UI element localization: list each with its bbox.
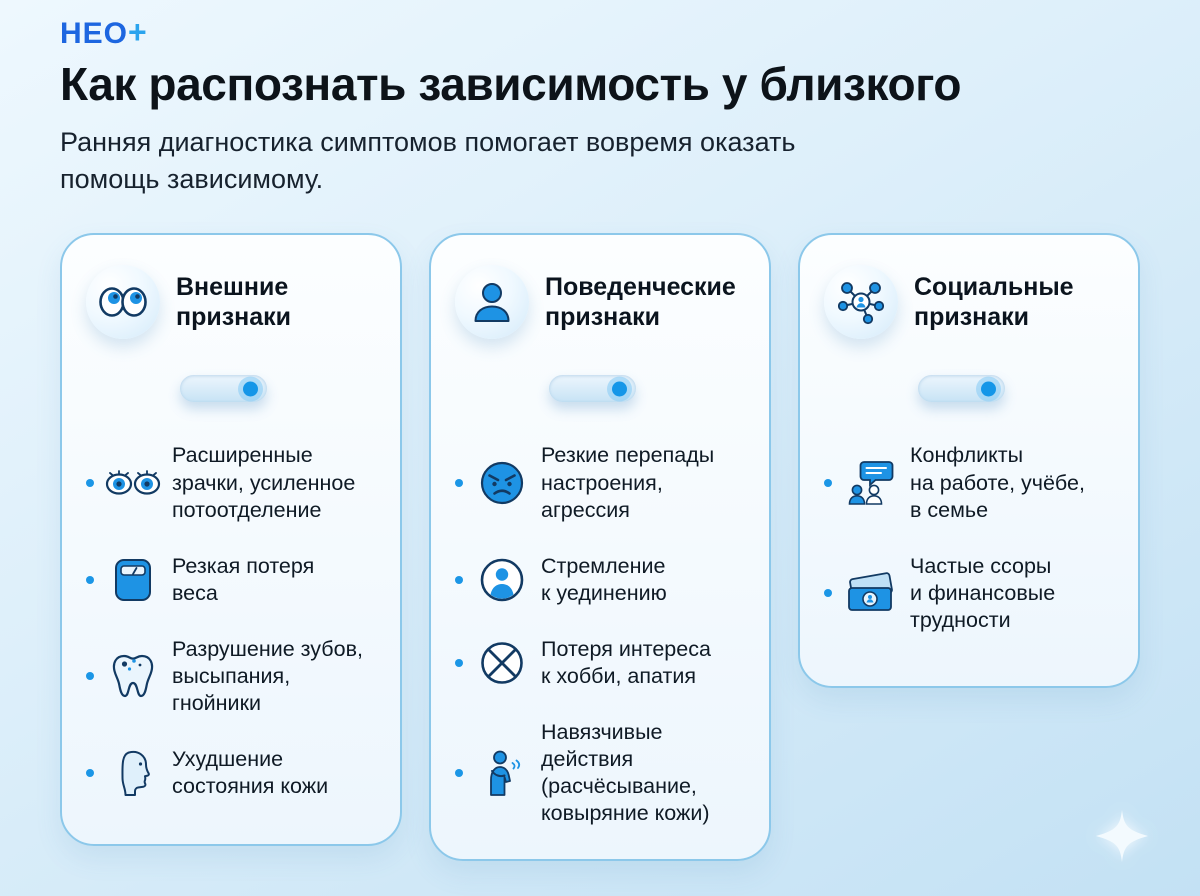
item-text: Резкая потеря веса [172,553,315,605]
list-item: Стремление к уединению [455,553,747,607]
card-header: Внешние признаки [86,265,378,340]
item-text: Резкие перепады настроения, агрессия [541,443,715,522]
toggle-switch[interactable] [918,375,1005,403]
logo: НЕО+ [60,14,1144,51]
bullet-dot [824,589,832,598]
logo-plus: + [128,14,148,50]
social-network-icon [824,265,898,340]
dilated-pupils-icon [103,469,163,497]
item-text: Навязчивые действия (расчёсывание, ковыр… [541,719,710,826]
solitude-person-icon [472,557,532,603]
signs-list: Расширенные зрачки, усиленное потоотделе… [86,442,378,800]
bullet-dot [86,479,94,488]
sparkle-icon [1096,810,1148,867]
item-text: Разрушение зубов, высыпания, гнойники [172,636,363,715]
list-item: Ухудшение состояния кожи [86,746,378,800]
bullet-dot [824,479,832,488]
signs-list: Конфликты на работе, учёбе, в семье [824,442,1116,633]
item-text: Ухудшение состояния кожи [172,747,329,799]
toggle-knob [243,381,258,397]
card-header: Социальные признаки [824,265,1116,340]
person-icon [455,265,529,340]
list-item: Расширенные зрачки, усиленное потоотделе… [86,442,378,523]
bullet-dot [86,769,94,778]
card-title: Внешние признаки [176,272,292,332]
infographic-page: НЕО+ Как распознать зависимость у близко… [60,14,1144,862]
toggle-switch[interactable] [549,375,636,403]
bullet-dot [455,575,463,584]
bullet-dot [455,658,463,667]
list-item: Конфликты на работе, учёбе, в семье [824,442,1116,523]
cards-row: Внешние признаки [60,233,1144,862]
face-profile-icon [103,749,163,797]
item-text: Стремление к уединению [541,553,667,605]
item-text: Расширенные зрачки, усиленное потоотделе… [172,443,356,522]
list-item: Резкая потеря веса [86,553,378,607]
list-item: Частые ссоры и финансовые трудности [824,553,1116,634]
list-item: Потеря интереса к хобби, апатия [455,636,747,690]
bullet-dot [455,479,463,488]
conflict-people-icon [841,460,901,506]
googly-eyes-icon [86,265,160,340]
bullet-dot [86,672,94,681]
list-item: Резкие перепады настроения, агрессия [455,442,747,523]
card-title: Поведенческие признаки [545,272,736,332]
signs-list: Резкие перепады настроения, агрессия Стр… [455,442,747,827]
toggle-switch[interactable] [180,375,267,403]
item-text: Конфликты на работе, учёбе, в семье [910,443,1085,522]
item-text: Частые ссоры и финансовые трудности [910,553,1056,632]
page-subtitle: Ранняя диагностика симптомов помогает во… [60,127,796,194]
logo-text: НЕО [60,17,129,50]
money-icon [841,572,901,614]
card-behavioral-signs: Поведенческие признаки [429,233,771,862]
tooth-icon [103,652,163,700]
list-item: Навязчивые действия (расчёсывание, ковыр… [455,719,747,827]
card-external-signs: Внешние признаки [60,233,402,847]
item-text: Потеря интереса к хобби, апатия [541,636,711,688]
toggle-knob [612,381,627,397]
page-title: Как распознать зависимость у близкого [60,58,962,110]
crossed-circle-icon [472,640,532,686]
weight-scale-icon [103,557,163,603]
card-social-signs: Социальные признаки [798,233,1140,689]
list-item: Разрушение зубов, высыпания, гнойники [86,636,378,717]
angry-face-icon [472,460,532,506]
card-header: Поведенческие признаки [455,265,747,340]
bullet-dot [455,769,463,778]
scratching-person-icon [472,749,532,797]
bullet-dot [86,575,94,584]
card-title: Социальные признаки [914,272,1074,332]
toggle-knob [981,381,996,397]
